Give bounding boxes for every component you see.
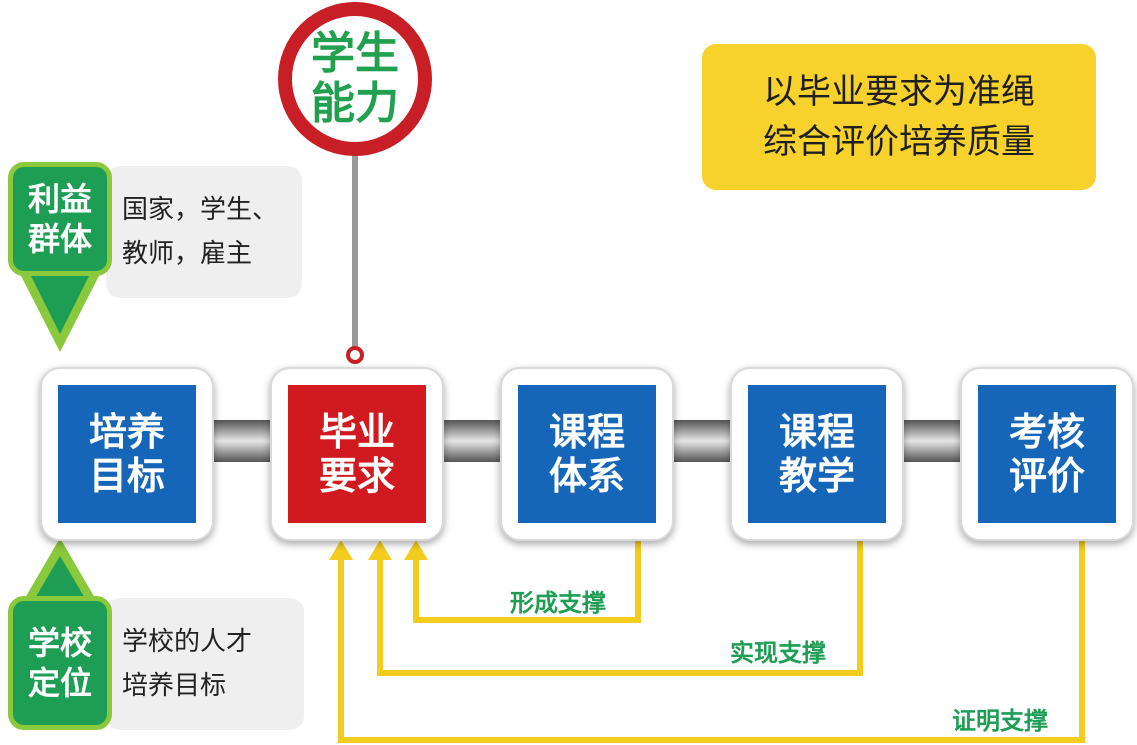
stage-curriculum-system: 课程体系 bbox=[500, 367, 674, 541]
stage-box: 课程体系 bbox=[518, 385, 656, 523]
stage-training-objective: 培养目标 bbox=[40, 367, 214, 541]
stage-label: 课程教学 bbox=[778, 410, 855, 498]
stage-label: 课程体系 bbox=[548, 410, 625, 498]
positioning-description-box: 学校的人才培养目标 bbox=[106, 598, 304, 730]
stage-box: 考核评价 bbox=[978, 385, 1116, 523]
stakeholder-pointer-inner bbox=[28, 270, 92, 334]
stage-assessment-evaluation: 考核评价 bbox=[960, 367, 1134, 541]
stakeholder-title: 利益群体 bbox=[27, 180, 92, 258]
student-ability-circle: 学生能力 bbox=[278, 2, 432, 156]
ability-pin-dot bbox=[346, 346, 364, 364]
arrow-up-icon bbox=[368, 540, 392, 560]
stakeholder-description-box: 国家，学生、教师，雇主 bbox=[106, 166, 302, 298]
stage-label: 毕业要求 bbox=[318, 410, 395, 498]
arrow-up-icon bbox=[329, 540, 353, 560]
ability-pin-stem bbox=[352, 150, 358, 350]
stage-graduation-requirement: 毕业要求 bbox=[270, 367, 444, 541]
stage-label: 培养目标 bbox=[88, 410, 165, 498]
stage-link bbox=[440, 420, 504, 462]
arrow-up-icon bbox=[404, 540, 428, 560]
evaluation-note: 以毕业要求为准绳综合评价培养质量 bbox=[702, 44, 1096, 190]
stage-box: 毕业要求 bbox=[288, 385, 426, 523]
positioning-description: 学校的人才培养目标 bbox=[122, 627, 253, 701]
support-label-realize: 实现支撑 bbox=[730, 639, 826, 667]
stakeholder-description: 国家，学生、教师，雇主 bbox=[122, 195, 279, 269]
stage-link bbox=[670, 420, 734, 462]
support-label-prove: 证明支撑 bbox=[952, 707, 1048, 735]
support-line-realize bbox=[377, 540, 863, 676]
stage-course-teaching: 课程教学 bbox=[730, 367, 904, 541]
stage-label: 考核评价 bbox=[1008, 410, 1085, 498]
stage-box: 培养目标 bbox=[58, 385, 196, 523]
stage-link bbox=[900, 420, 964, 462]
support-line-prove bbox=[338, 540, 1085, 743]
student-ability-label: 学生能力 bbox=[311, 28, 399, 129]
stage-box: 课程教学 bbox=[748, 385, 886, 523]
support-label-form: 形成支撑 bbox=[510, 589, 606, 617]
stage-link bbox=[210, 420, 274, 462]
support-line-form bbox=[413, 540, 641, 623]
evaluation-note-text: 以毕业要求为准绳综合评价培养质量 bbox=[763, 72, 1035, 162]
stakeholder-tag: 利益群体 bbox=[8, 162, 112, 276]
positioning-tag: 学校定位 bbox=[8, 596, 112, 730]
positioning-title: 学校定位 bbox=[27, 624, 92, 702]
